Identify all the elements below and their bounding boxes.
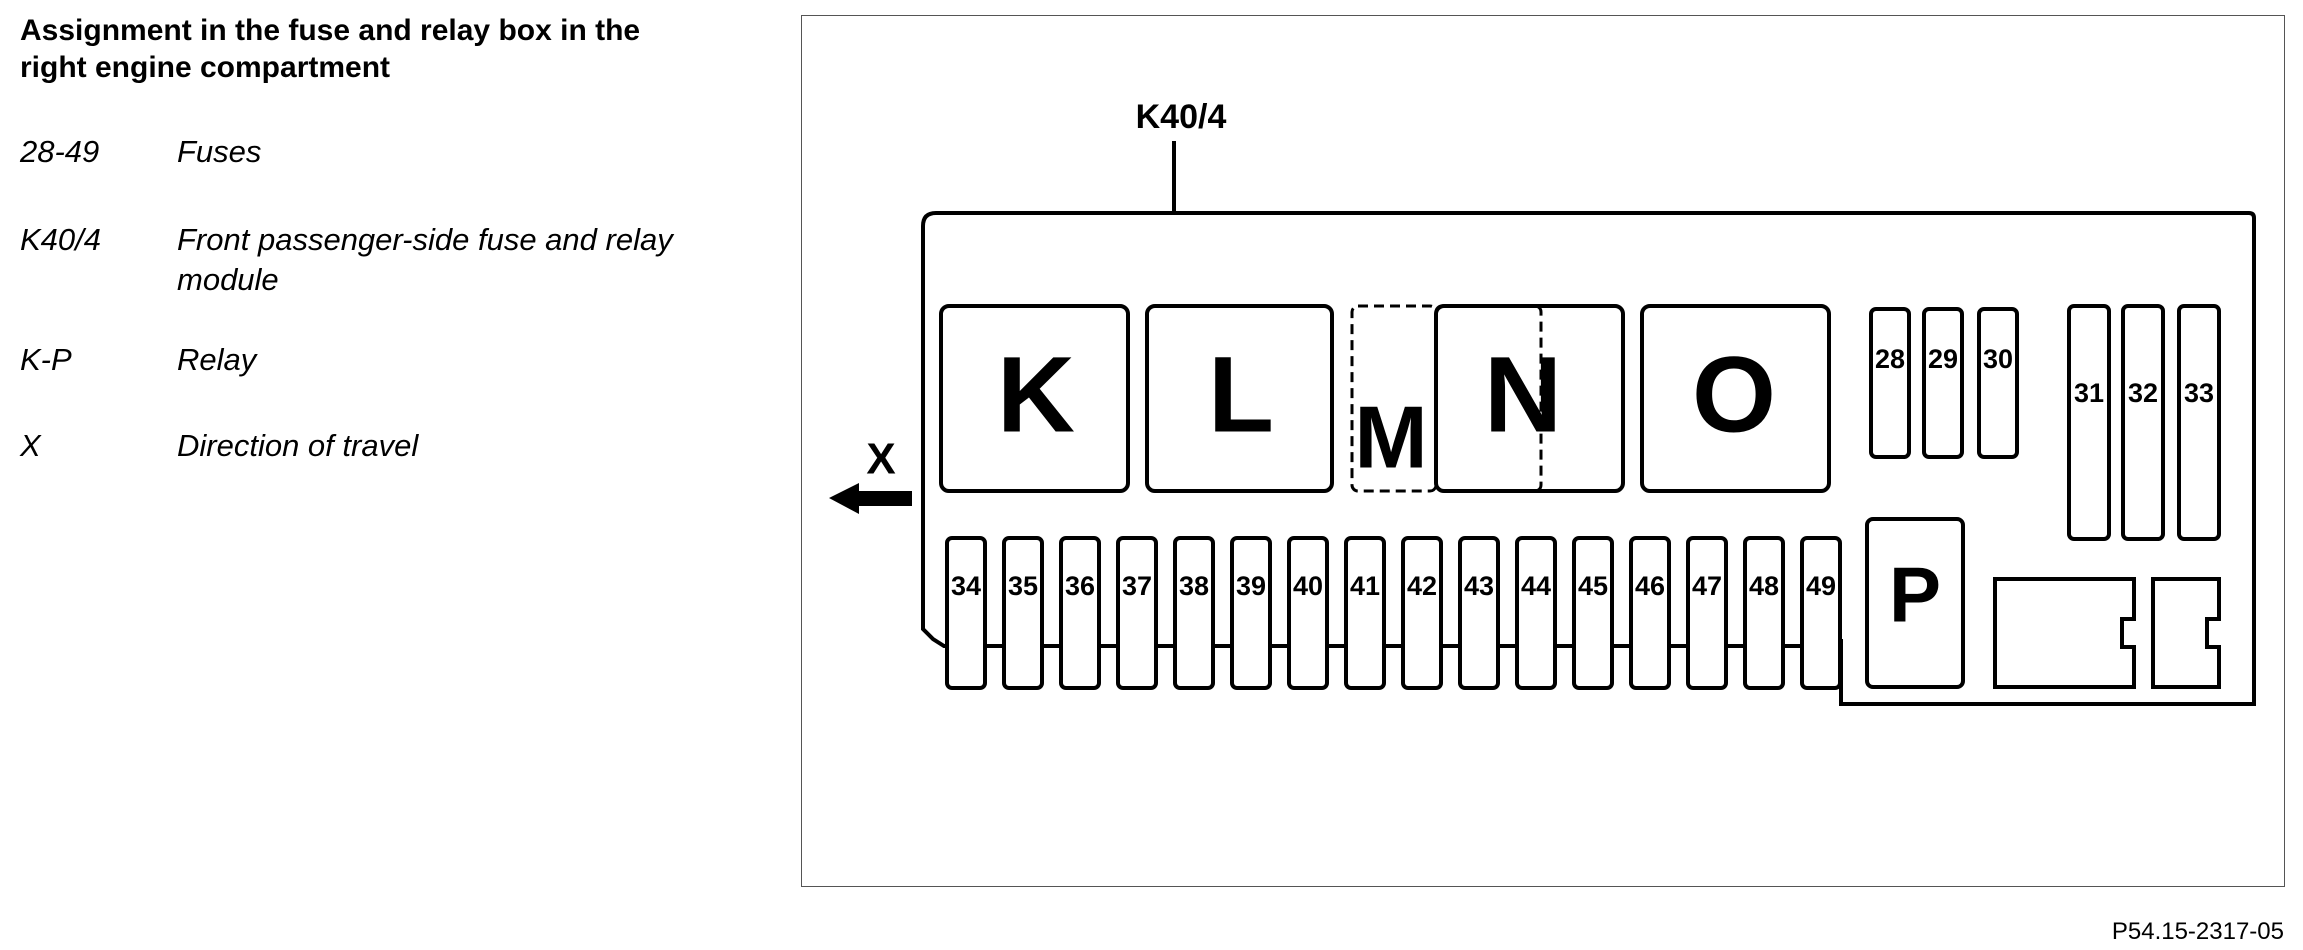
relay-n-label: N bbox=[1484, 334, 1562, 455]
fuse-33-label: 33 bbox=[2184, 378, 2214, 408]
fuse-32-label: 32 bbox=[2128, 378, 2158, 408]
relay-p-label: P bbox=[1889, 551, 1941, 639]
direction-arrow-icon bbox=[829, 483, 912, 514]
fuse-31-label: 31 bbox=[2074, 378, 2104, 408]
relay-o-box bbox=[1640, 304, 1831, 493]
fuse-44-label: 44 bbox=[1521, 571, 1551, 601]
fuse-45-box bbox=[1572, 536, 1614, 690]
fuse-44-box bbox=[1515, 536, 1557, 690]
fuse-32-box bbox=[2121, 304, 2165, 541]
legend-code: K40/4 bbox=[20, 222, 102, 257]
fuse-37-box bbox=[1116, 536, 1158, 690]
fuse-34-box bbox=[945, 536, 987, 690]
fuse-48-box bbox=[1743, 536, 1785, 690]
fuse-41-box bbox=[1344, 536, 1386, 690]
fuse-39-box bbox=[1230, 536, 1272, 690]
relay-k-label: K bbox=[997, 334, 1075, 455]
legend-desc: Front passenger-side fuse and relay modu… bbox=[177, 222, 673, 297]
relay-l-label: L bbox=[1208, 334, 1274, 455]
fuse-42-label: 42 bbox=[1407, 571, 1437, 601]
fuse-box-svg: X K40/4 K L M N O P 28 29 30 31 32 33 34… bbox=[829, 98, 2256, 706]
fuse-43-label: 43 bbox=[1464, 571, 1494, 601]
legend-code: K-P bbox=[20, 342, 72, 377]
fuse-46-label: 46 bbox=[1635, 571, 1665, 601]
module-label: K40/4 bbox=[1136, 98, 1227, 136]
fuse-35-label: 35 bbox=[1008, 571, 1038, 601]
relay-m-label: M bbox=[1354, 387, 1427, 486]
fuse-49-box bbox=[1800, 536, 1842, 690]
fuse-47-box bbox=[1686, 536, 1728, 690]
fuse-49-label: 49 bbox=[1806, 571, 1836, 601]
fuse-33-box bbox=[2177, 304, 2221, 541]
fuse-29-box bbox=[1922, 307, 1964, 459]
fuse-37-label: 37 bbox=[1122, 571, 1152, 601]
fuse-31-box bbox=[2067, 304, 2111, 541]
bottom-fuse-row bbox=[945, 536, 1842, 690]
fuse-35-box bbox=[1002, 536, 1044, 690]
fuse-40-label: 40 bbox=[1293, 571, 1323, 601]
fuse-48-label: 48 bbox=[1749, 571, 1779, 601]
legend-code: 28-49 bbox=[20, 134, 100, 169]
legend-desc: Fuses bbox=[177, 134, 262, 169]
fuse-30-box bbox=[1977, 307, 2019, 459]
connector-left bbox=[1993, 577, 2136, 689]
relay-n-box bbox=[1434, 304, 1625, 493]
fuse-34-label: 34 bbox=[951, 571, 981, 601]
legend-code: X bbox=[20, 428, 41, 463]
fuse-46-box bbox=[1629, 536, 1671, 690]
fuse-28-label: 28 bbox=[1875, 344, 1905, 374]
legend-title: Assignment in the fuse and relay box in … bbox=[20, 14, 641, 84]
relay-l-box bbox=[1145, 304, 1334, 493]
fuse-36-box bbox=[1059, 536, 1101, 690]
fuse-39-label: 39 bbox=[1236, 571, 1266, 601]
relay-o-label: O bbox=[1692, 334, 1776, 455]
fuse-36-label: 36 bbox=[1065, 571, 1095, 601]
fuse-38-box bbox=[1173, 536, 1215, 690]
figure-code: P54.15-2317-05 bbox=[2111, 918, 2284, 945]
fuse-38-label: 38 bbox=[1179, 571, 1209, 601]
fuse-30-label: 30 bbox=[1983, 344, 2013, 374]
connector-right bbox=[2151, 577, 2221, 689]
fuse-28-box bbox=[1869, 307, 1911, 459]
legend: Assignment in the fuse and relay box in … bbox=[20, 12, 720, 463]
fuse-42-box bbox=[1401, 536, 1443, 690]
fuse-29-label: 29 bbox=[1928, 344, 1958, 374]
legend-desc: Relay bbox=[177, 342, 257, 377]
legend-desc: Direction of travel bbox=[177, 428, 419, 463]
fuse-box-diagram: X K40/4 K L M N O P 28 29 30 31 32 33 34… bbox=[801, 15, 2285, 887]
direction-label: X bbox=[866, 435, 895, 484]
fuse-47-label: 47 bbox=[1692, 571, 1722, 601]
relay-p-box bbox=[1865, 517, 1965, 689]
bottom-fuse-labels: 34 35 36 37 38 39 40 41 42 43 44 45 46 47 48 49 bbox=[951, 571, 1836, 601]
fuse-43-box bbox=[1458, 536, 1500, 690]
fuse-45-label: 45 bbox=[1578, 571, 1608, 601]
relay-k-box bbox=[939, 304, 1130, 493]
fuse-41-label: 41 bbox=[1350, 571, 1380, 601]
fuse-40-box bbox=[1287, 536, 1329, 690]
